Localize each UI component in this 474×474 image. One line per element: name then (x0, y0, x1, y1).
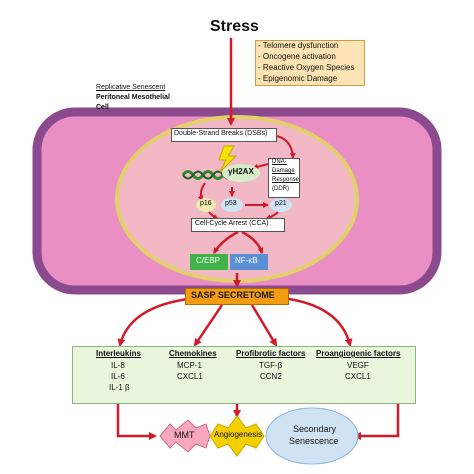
lightning-icon (218, 145, 238, 173)
angiogenesis-label: Angiogenesis (214, 430, 263, 439)
factor-item: CXCL1 (177, 372, 203, 381)
ddr-line: Damage (272, 168, 295, 174)
factor-item: MCP-1 (177, 361, 202, 370)
gh2ax-label: γH2AX (228, 167, 254, 176)
p53-bubble (221, 198, 243, 212)
ddr-line: Response (272, 177, 300, 183)
factor-item: IL-6 (111, 372, 125, 381)
factor-item: TGF-β (259, 361, 283, 370)
factors-senescence-arrow (353, 404, 400, 440)
factors-mmt-arrow (116, 404, 157, 440)
factor-header: Chemokines (169, 349, 217, 358)
sasp-chemokines-arrow (193, 304, 224, 347)
stress-title: Stress (210, 18, 259, 35)
factor-header: Profibrotic factors (236, 349, 306, 358)
cebp-label: C/EBP (196, 256, 221, 265)
dsb-box (171, 128, 277, 142)
angiogenesis-shape (209, 415, 265, 457)
cca-cebp-arrow (212, 230, 239, 254)
sasp-box (185, 288, 289, 305)
stressor-item: - Reactive Oxygen Species (258, 63, 355, 72)
senescence-label-2: Senescence (289, 436, 339, 446)
sasp-interleukins-arrow (117, 296, 197, 347)
ddr-line: (DDR) (272, 186, 289, 192)
factor-header: Interleukins (96, 349, 141, 358)
nfkb-label: NF-κB (235, 256, 258, 265)
factor-item: CCN2 (260, 372, 282, 381)
factor-header: Proangiogenic factors (316, 349, 401, 358)
cell-label-line1: Replicative Senescent (96, 84, 166, 91)
ddr-box (268, 158, 300, 198)
sasp-label: SASP SECRETOME (191, 290, 275, 300)
cebp-box (190, 254, 228, 270)
stressors-box (255, 40, 365, 86)
factors-box (72, 346, 416, 404)
gh2ax-bubble (222, 164, 260, 182)
cell-label-line3: Cell (96, 104, 109, 111)
p53-label: p53 (225, 200, 237, 207)
nfkb-box (230, 254, 268, 270)
cca-nfkb-arrow (241, 230, 264, 254)
p16-label: p16 (200, 200, 212, 207)
factor-item: CXCL1 (345, 372, 371, 381)
stressor-item: - Telomere dysfunction (258, 41, 339, 50)
cell-label-line2: Peritoneal Mesothelial (96, 94, 170, 101)
factor-item: VEGF (347, 361, 369, 370)
cca-box (191, 218, 285, 232)
cca-label: Cell-Cycle Arrest (CCA) (195, 220, 269, 227)
dsb-label: Double-Strand Breaks (DSBs) (174, 130, 268, 137)
senescence-label-1: Secondary (293, 424, 337, 434)
dsb-ddr-arrow (276, 135, 296, 159)
sasp-profibrotic-arrow (250, 304, 278, 347)
factor-item: IL-1 β (109, 383, 130, 392)
mmt-label: MMT (174, 430, 195, 440)
factor-item: IL-8 (111, 361, 125, 370)
stressor-item: - Epigenomic Damage (258, 74, 338, 83)
sasp-proangiogenic-arrow (281, 296, 353, 347)
p21-bubble (270, 198, 292, 212)
ddr-line: DNA- (272, 159, 287, 165)
p16-bubble (196, 198, 216, 212)
p21-label: p21 (275, 200, 287, 207)
stressor-item: - Oncogene activation (258, 52, 336, 61)
senescence-shape (265, 407, 359, 465)
